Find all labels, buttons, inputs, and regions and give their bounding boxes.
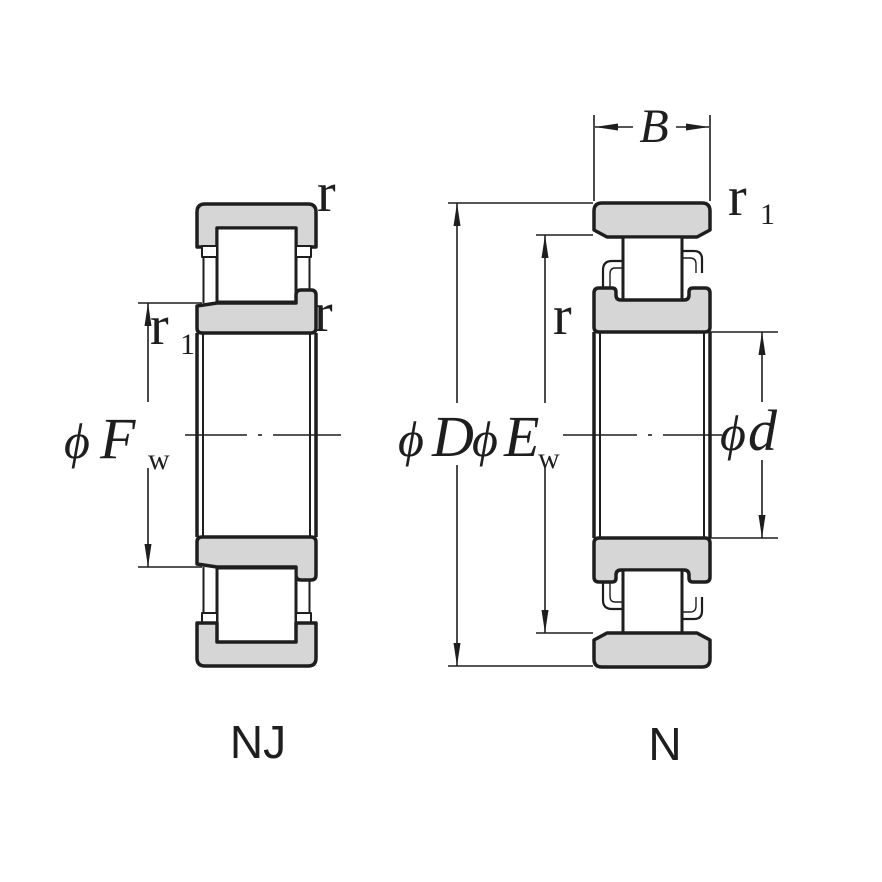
n-cage-hook-top-right: [683, 249, 704, 273]
n-D-arrow-up: [453, 203, 461, 226]
n-Ew-subscript: w: [538, 442, 560, 475]
n-D-arrow-down: [453, 643, 461, 666]
nj-inner-ring-top: [195, 288, 318, 335]
nj-fw-letter: F: [99, 406, 136, 471]
nj-r-top-label: r: [317, 162, 336, 224]
n-D-phi-symbol: ϕ: [398, 411, 424, 467]
n-d-arrow-down: [758, 515, 766, 538]
n-roller-bottom: [621, 568, 684, 635]
n-Ew-arrow-up: [541, 235, 549, 258]
n-r1-subscript: 1: [760, 198, 775, 231]
nj-cage-top-right: [295, 245, 312, 258]
nj-caption: NJ: [230, 716, 286, 768]
n-outer-ring-top: [592, 201, 712, 239]
n-inner-ring-bottom: [592, 536, 712, 584]
n-cage-hook-bottom-right-inner: [683, 597, 697, 613]
n-outer-ring-bottom: [592, 631, 712, 669]
n-D-letter: D: [431, 404, 474, 469]
n-cage-hook-bottom-left: [601, 583, 622, 611]
nj-dimensions: r r r 1 ϕ F w NJ: [64, 162, 336, 768]
nj-outer-ring-bottom: [195, 621, 318, 668]
nj-r1-subscript: 1: [180, 328, 195, 361]
n-cage-hook-bottom-right: [683, 597, 704, 621]
n-bearing-drawing: [563, 201, 722, 669]
n-roller-top: [621, 235, 684, 302]
n-cage-hook-top-left-inner: [609, 267, 622, 287]
n-d-phi-symbol: ϕ: [720, 405, 746, 461]
nj-cage-top-left: [201, 245, 218, 258]
nj-r1-label: r: [150, 295, 169, 357]
nj-fw-arrow-down: [144, 544, 152, 567]
n-r-label: r: [553, 285, 572, 347]
nj-r-mid-label: r: [314, 282, 333, 344]
n-d-letter: d: [748, 398, 778, 463]
n-b-label: B: [639, 100, 668, 153]
n-inner-ring-top: [592, 286, 712, 334]
n-d-arrow-up: [758, 332, 766, 355]
nj-fw-phi-symbol: ϕ: [64, 413, 90, 469]
n-cage-hook-top-left: [601, 259, 622, 287]
n-r1-label: r: [728, 166, 747, 228]
n-b-arrow-left: [595, 123, 618, 131]
n-b-arrow-right: [686, 123, 709, 131]
n-Ew-phi-symbol: ϕ: [472, 411, 498, 467]
n-cage-hook-bottom-left-inner: [609, 583, 622, 603]
nj-fw-subscript: w: [148, 443, 170, 476]
nj-roller-top: [215, 226, 298, 304]
n-Ew-arrow-down: [541, 610, 549, 633]
nj-roller-bottom: [215, 566, 298, 644]
n-Ew-letter: E: [503, 404, 539, 469]
nj-fw-arrow-up: [144, 303, 152, 326]
nj-bearing-drawing: [185, 202, 341, 668]
n-caption: N: [648, 718, 681, 770]
n-dimensions: B r 1 r ϕ D ϕ E w ϕ d N: [398, 100, 778, 770]
n-cage-hook-top-right-inner: [683, 257, 697, 273]
